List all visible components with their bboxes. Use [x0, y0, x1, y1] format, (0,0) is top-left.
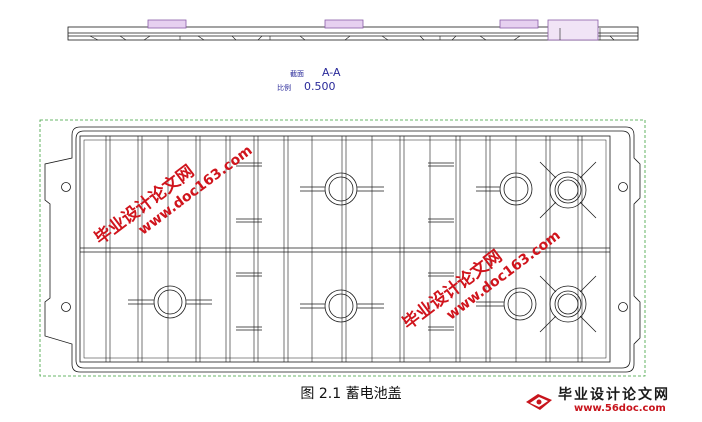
terminal-boss — [539, 275, 597, 333]
terminal-boss — [539, 161, 597, 219]
mounting-hole — [618, 302, 628, 312]
logo-title: 毕业设计论文网 — [558, 387, 670, 403]
watermark: 毕业设计论文网 www.doc163.com — [398, 228, 563, 334]
vent-boss — [476, 172, 533, 206]
logo-icon — [526, 394, 552, 410]
site-logo: 毕业设计论文网 www.56doc.com — [524, 384, 696, 418]
vent-boss — [476, 287, 537, 321]
logo-url: www.56doc.com — [574, 403, 666, 414]
partition-walls — [105, 136, 583, 362]
mounting-hole — [618, 182, 628, 192]
section-name: A-A — [322, 66, 341, 79]
lid-outline — [44, 126, 641, 373]
scale-value: 0.500 — [304, 80, 336, 93]
section-label-text: 截面 — [290, 69, 304, 78]
top-profile-view — [67, 19, 639, 41]
mounting-hole — [61, 302, 71, 312]
figure-caption: 图 2.1 蓄电池盖 — [300, 386, 402, 402]
vent-boss — [300, 172, 384, 206]
vent-boss — [300, 289, 384, 323]
vent-boss — [128, 285, 212, 319]
scale-label: 比例 — [277, 83, 291, 92]
watermark: 毕业设计论文网 www.doc163.com — [90, 143, 255, 249]
lid-plan-view — [44, 126, 641, 373]
view-boundary — [39, 119, 646, 377]
section-label: 截面 A-A 比例 0.500 — [277, 66, 341, 93]
mounting-hole — [61, 182, 71, 192]
